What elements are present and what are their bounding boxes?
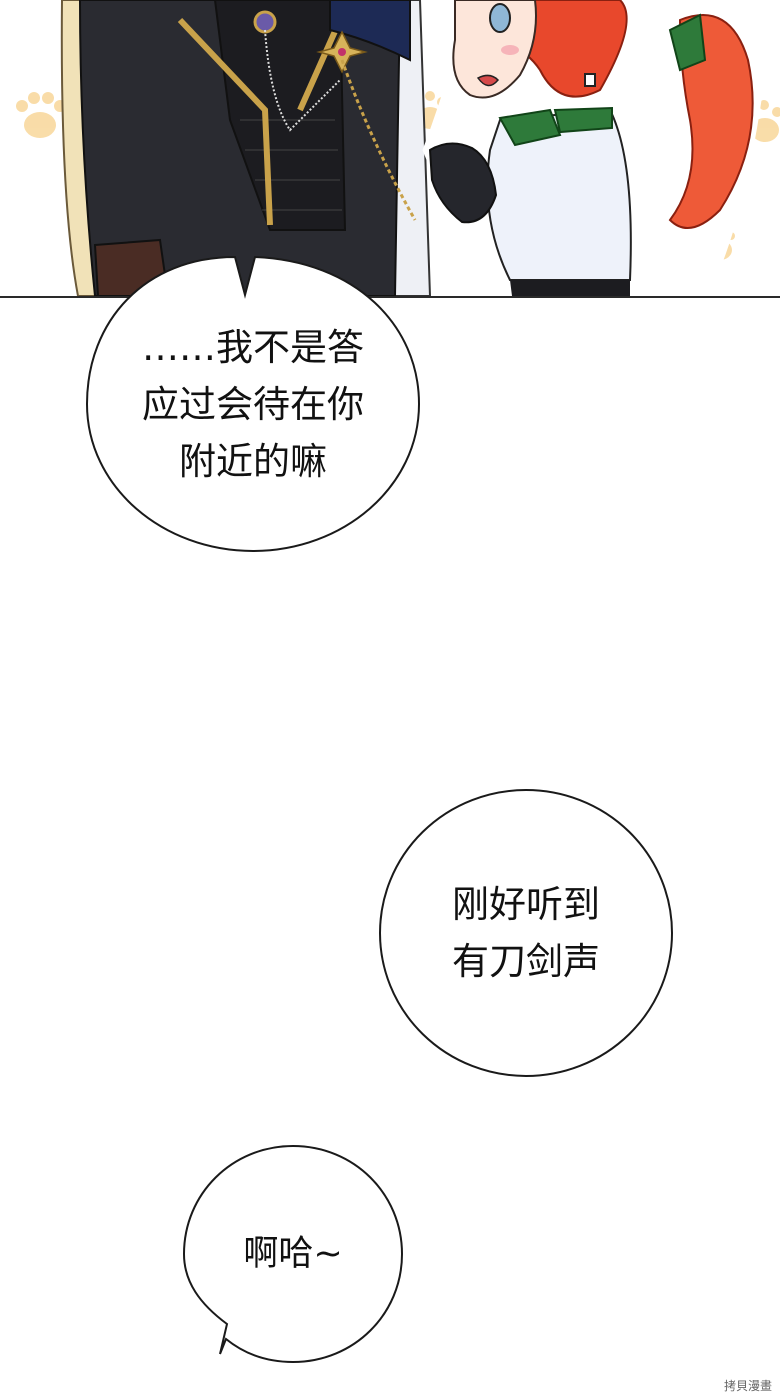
speech-bubble: ……我不是答 应过会待在你 附近的嘛 xyxy=(85,255,421,553)
speech-bubble-outline xyxy=(182,1144,404,1364)
panel-illustration xyxy=(16,0,780,296)
dialogue-text: 啊哈~ xyxy=(243,1233,343,1274)
paw-print-icon xyxy=(16,92,66,138)
comic-panel xyxy=(0,0,780,298)
speech-bubble: 刚好听到 有刀剑声 xyxy=(378,788,674,1078)
speech-bubble-outline xyxy=(85,255,421,553)
speech-bubble-outline xyxy=(379,789,673,1077)
speech-bubble: 啊哈~ xyxy=(182,1144,404,1364)
dialogue-text: ……我不是答 应过会待在你 附近的嘛 xyxy=(142,325,364,483)
dialogue-text: 刚好听到 有刀剑声 xyxy=(452,883,600,983)
watermark: 拷貝漫畫 xyxy=(723,1379,772,1393)
